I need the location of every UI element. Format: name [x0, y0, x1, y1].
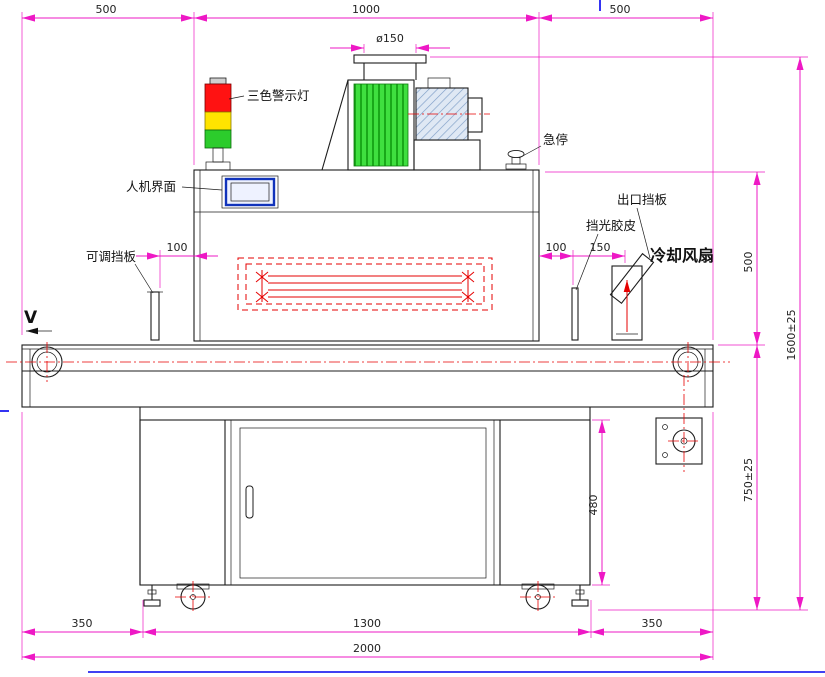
- warning-light-tower: [204, 77, 232, 171]
- lamp-yellow: [204, 111, 232, 131]
- conveyor-assembly: [6, 342, 730, 408]
- conveyor-frame: [21, 344, 714, 408]
- label-hmi: 人机界面: [126, 179, 176, 194]
- dim-belt-height: 750±25: [742, 458, 755, 502]
- dim-top-right: 500: [610, 3, 631, 16]
- door-handle: [245, 485, 254, 519]
- motor-end-cap: [467, 97, 483, 133]
- cabinet-door: [239, 427, 487, 579]
- lamp-holder-left: [255, 270, 269, 303]
- cooling-fan: [611, 265, 643, 341]
- dim-overall-length: 2000: [353, 642, 381, 655]
- exhaust-duct: [353, 54, 427, 80]
- caster-left: [175, 581, 211, 613]
- dim-bottom-right: 350: [642, 617, 663, 630]
- dim-cabinet-height: 480: [587, 495, 600, 516]
- adjustable-baffle: [147, 291, 163, 341]
- label-outlet-baffle: 出口挡板: [617, 192, 668, 207]
- dim-top-left: 500: [96, 3, 117, 16]
- blower-grille: [353, 83, 409, 167]
- dim-oven-height: 500: [742, 252, 755, 273]
- lower-cabinet: [139, 407, 591, 586]
- tower-cap: [209, 77, 227, 85]
- dim-duct-diameter: ø150: [376, 32, 404, 45]
- machine-body: [6, 54, 730, 613]
- outlet-bearing-bracket: [655, 375, 703, 472]
- uv-lamp-zone: [237, 257, 493, 311]
- dim-oven-length: 1000: [352, 3, 380, 16]
- caster-right: [520, 581, 556, 613]
- label-layer: 三色警示灯 人机界面 急停 出口挡板 挡光胶皮 冷却风扇 可调挡板 V: [24, 88, 714, 335]
- label-emergency-stop: 急停: [543, 132, 568, 147]
- dim-left-baffle-offset: 100: [167, 241, 188, 254]
- dim-cabinet-width: 1300: [353, 617, 381, 630]
- motor-terminal-box: [427, 77, 451, 89]
- label-adjustable-baffle: 可调挡板: [86, 249, 137, 264]
- light-shield-rubber: [571, 287, 579, 341]
- view-direction-marker: V: [24, 308, 38, 328]
- label-light-shield-rubber: 挡光胶皮: [586, 218, 636, 233]
- dim-right-shield-offset: 100: [546, 241, 567, 254]
- tower-base: [205, 161, 231, 171]
- leveling-foot-left: [143, 585, 161, 607]
- blower-unit: [321, 54, 490, 171]
- lamp-holder-right: [461, 270, 475, 303]
- label-cooling-fan: 冷却风扇: [650, 246, 714, 265]
- outlet-baffle: [609, 252, 655, 305]
- dim-fan-offset: 150: [590, 241, 611, 254]
- dimension-layer: 500 1000 500 ø150 100 100 150 500 1600±2…: [21, 3, 808, 661]
- hmi-panel: [221, 175, 279, 209]
- lamp-green: [204, 129, 232, 149]
- lamp-red: [204, 83, 232, 113]
- dim-overall-height: 1600±25: [785, 309, 798, 360]
- tower-pole: [212, 147, 224, 163]
- dim-bottom-left: 350: [72, 617, 93, 630]
- leveling-foot-right: [571, 585, 589, 607]
- label-warning-light: 三色警示灯: [247, 88, 310, 103]
- emergency-stop-button: [505, 149, 527, 170]
